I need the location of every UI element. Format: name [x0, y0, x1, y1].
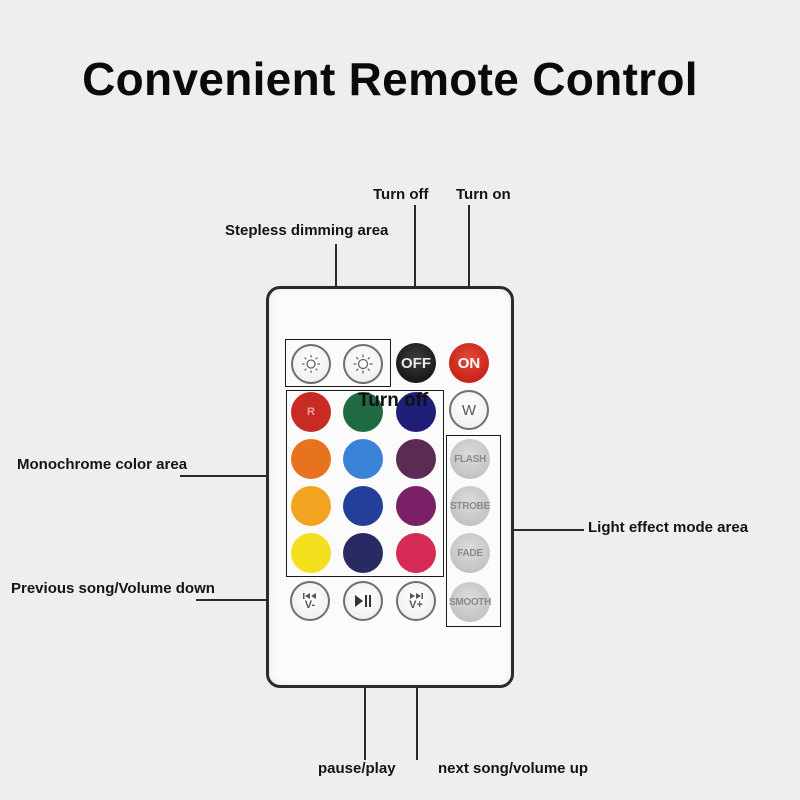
- off-button[interactable]: OFF: [396, 343, 436, 383]
- color-button-rose[interactable]: [396, 533, 436, 573]
- white-button[interactable]: W: [449, 390, 489, 430]
- label-turn-on: Turn on: [456, 186, 511, 203]
- label-previous-song: Previous song/Volume down: [11, 580, 215, 597]
- label-monochrome-area: Monochrome color area: [17, 456, 188, 473]
- color-button-purple[interactable]: [396, 486, 436, 526]
- color-button-navy[interactable]: [343, 533, 383, 573]
- label-stepless-dimming: Stepless dimming area: [225, 222, 389, 239]
- flash-button[interactable]: FLASH: [450, 439, 490, 479]
- fast-forward-icon: [410, 592, 423, 599]
- rewind-icon: [303, 592, 316, 599]
- leader-line-light-effect: [500, 529, 584, 531]
- color-button-orange[interactable]: [291, 439, 331, 479]
- on-button[interactable]: ON: [449, 343, 489, 383]
- color-button-sky-blue[interactable]: [343, 439, 383, 479]
- label-pause-play: pause/play: [318, 760, 396, 777]
- sun-dim-icon: [302, 355, 320, 373]
- page-title: Convenient Remote Control: [82, 53, 698, 105]
- monochrome-color-box: [286, 390, 444, 577]
- previous-volume-down-button[interactable]: V-: [290, 581, 330, 621]
- stepless-dimming-box: [285, 339, 391, 387]
- vol-down-label: V-: [304, 598, 316, 611]
- smooth-button[interactable]: SMOOTH: [449, 582, 491, 622]
- fade-button[interactable]: FADE: [450, 533, 490, 573]
- overlay-turn-off-label: Turn off: [358, 390, 429, 411]
- brightness-down-button[interactable]: [291, 344, 331, 384]
- color-button-plum[interactable]: [396, 439, 436, 479]
- leader-line-turn-off: [414, 205, 416, 345]
- strobe-button[interactable]: STROBE: [450, 486, 490, 526]
- label-light-effect-area: Light effect mode area: [588, 519, 749, 536]
- vol-up-label: V+: [409, 598, 423, 611]
- leader-line-previous: [196, 599, 288, 601]
- leader-line-monochrome: [180, 475, 286, 477]
- label-next-song: next song/volume up: [438, 760, 589, 777]
- r-letter: R: [307, 405, 315, 418]
- color-button-green[interactable]: [343, 392, 383, 432]
- play-pause-icon: [355, 595, 371, 607]
- brightness-up-button[interactable]: [343, 344, 383, 384]
- play-pause-button[interactable]: [343, 581, 383, 621]
- leader-line-next-song: [416, 622, 418, 760]
- leader-line-turn-on: [468, 205, 470, 345]
- color-button-red[interactable]: R: [291, 392, 331, 432]
- sun-bright-icon: [353, 354, 373, 374]
- next-volume-up-button[interactable]: V+: [396, 581, 436, 621]
- leader-line-pause-play: [364, 630, 366, 760]
- color-button-dark-blue[interactable]: [396, 392, 436, 432]
- w-letter: W: [461, 401, 477, 419]
- color-button-yellow[interactable]: [291, 533, 331, 573]
- light-effect-box: [446, 435, 501, 627]
- label-turn-off: Turn off: [373, 186, 429, 203]
- color-button-amber[interactable]: [291, 486, 331, 526]
- color-button-royal-blue[interactable]: [343, 486, 383, 526]
